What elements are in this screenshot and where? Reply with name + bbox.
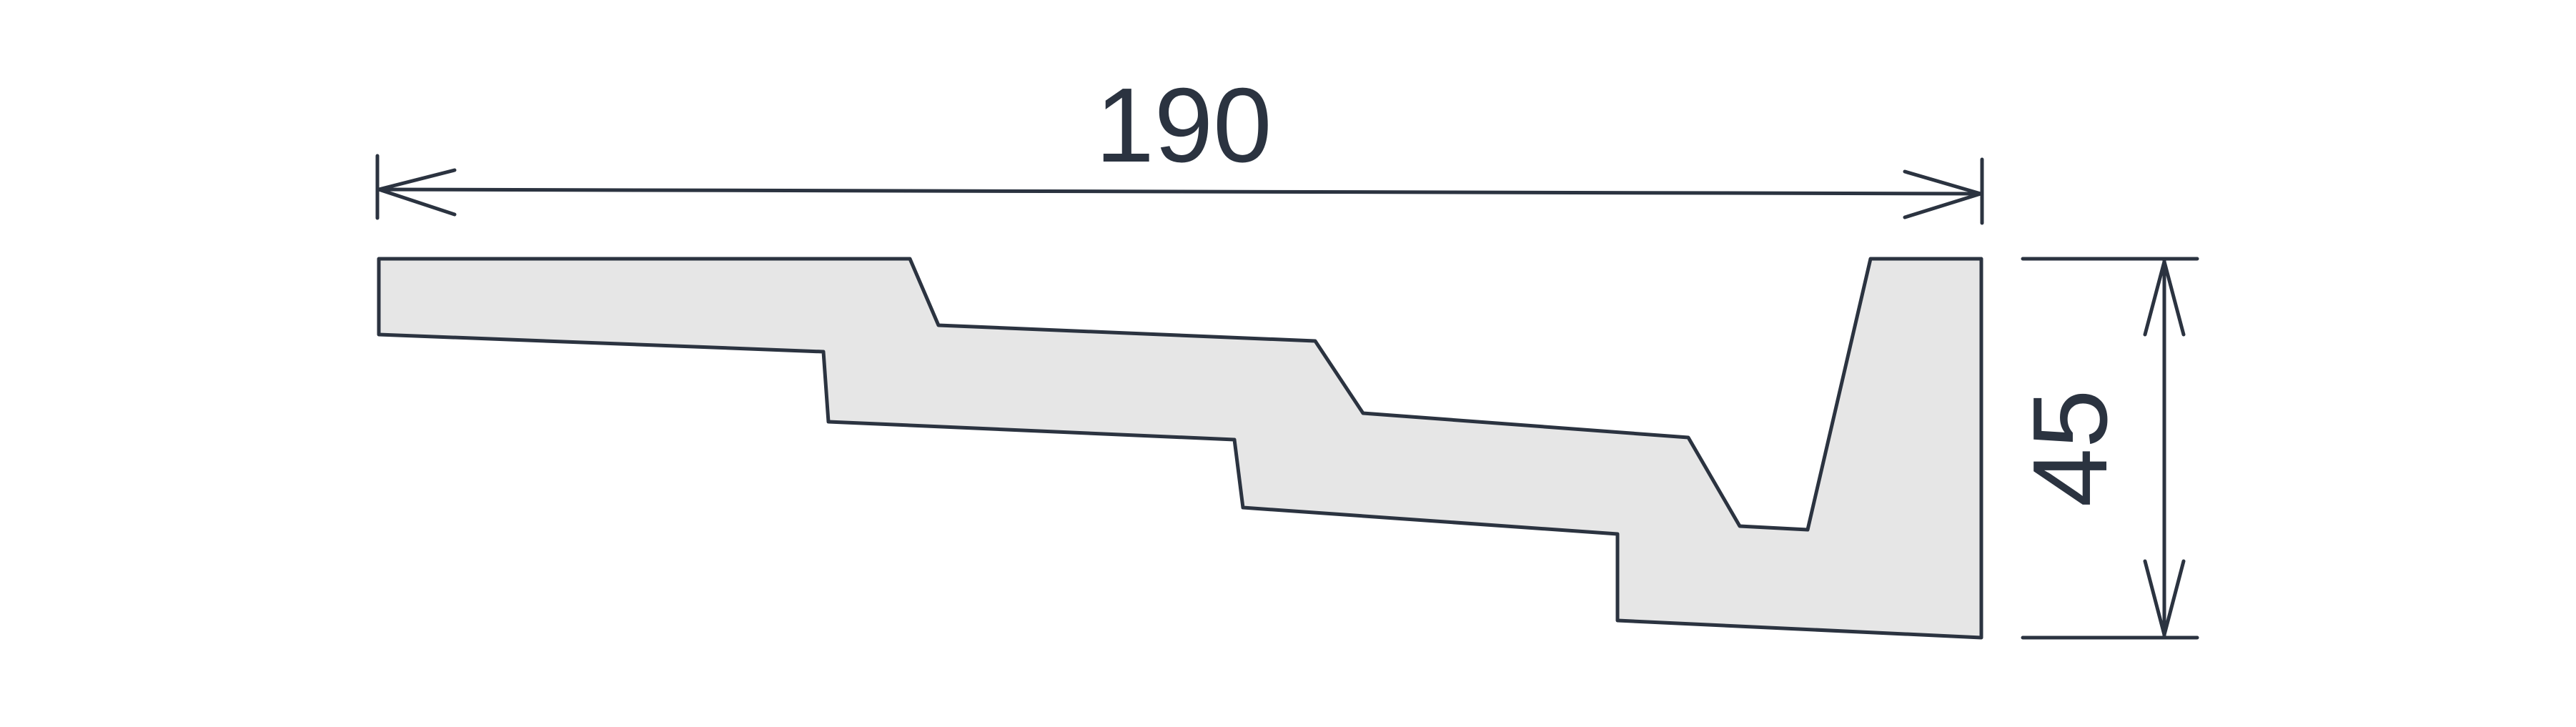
height-dimension: 45	[2011, 257, 2199, 640]
width-dimension-label: 190	[1096, 66, 1272, 184]
width-dimension: 190	[375, 66, 1984, 225]
arrow-up-icon	[2143, 259, 2186, 337]
arrow-right-icon	[1903, 169, 1983, 219]
arrow-down-icon	[2143, 559, 2186, 637]
width-dimension-line	[375, 187, 1984, 196]
height-dimension-label: 45	[2011, 390, 2129, 508]
arrow-left-icon	[377, 168, 457, 217]
profile-shape	[377, 257, 1983, 640]
